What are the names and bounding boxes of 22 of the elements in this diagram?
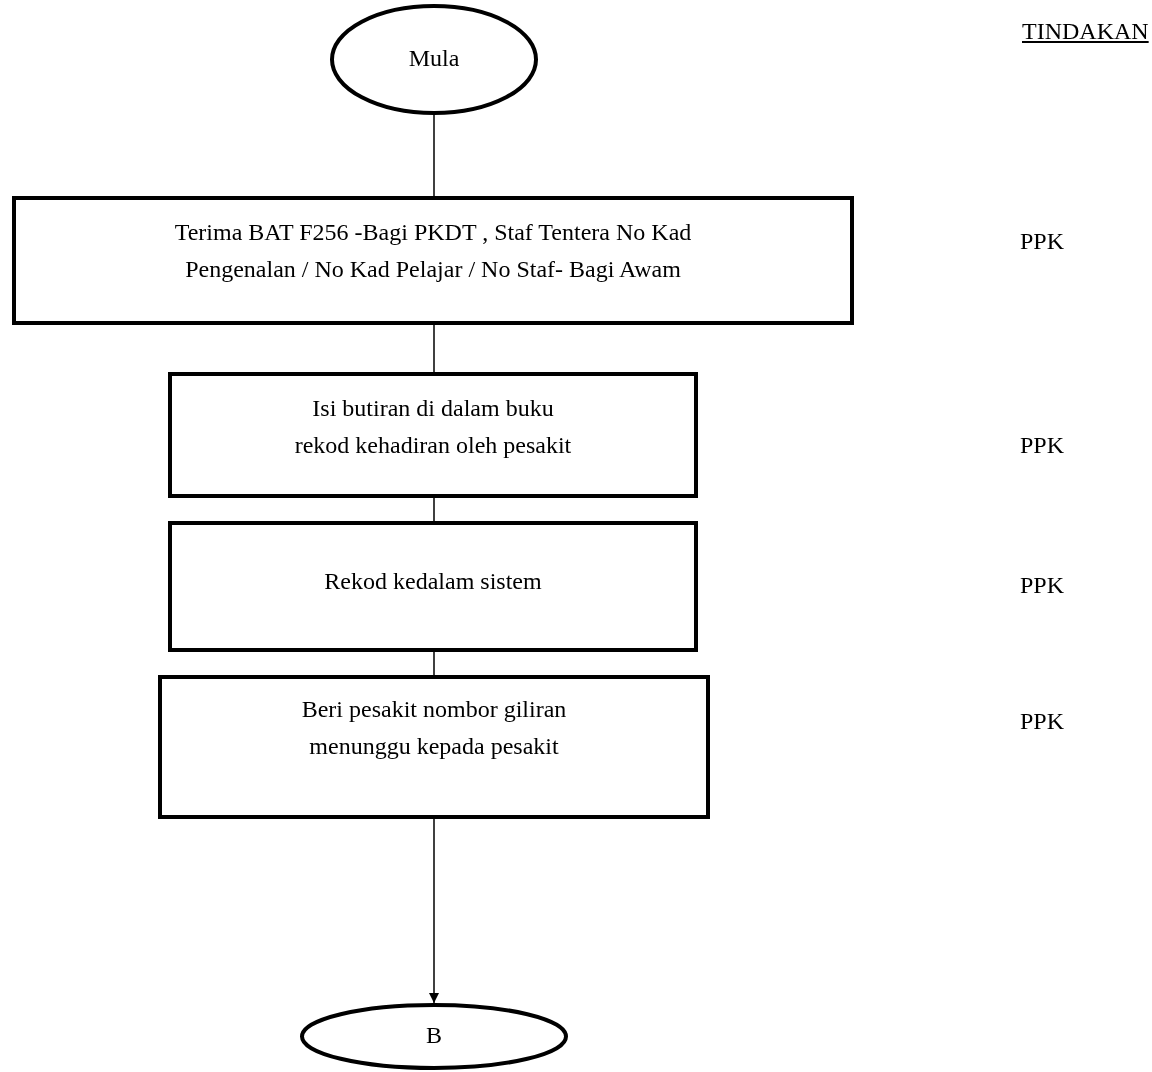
process-box — [12, 196, 854, 325]
connector-line — [433, 114, 435, 197]
connector-line — [433, 324, 435, 373]
step-text: Terima BAT F256 -Bagi PKDT , Staf Tentera No Kad Pengenalan / No Kad Pelajar / No Staf- Bagi Awam — [173, 218, 693, 284]
step-text: Mula — [408, 44, 460, 73]
connector-line — [433, 651, 435, 676]
process-box — [168, 521, 698, 652]
column-heading: TINDAKAN — [1022, 18, 1149, 45]
action-label: PPK — [1020, 432, 1065, 459]
connector-line — [433, 497, 435, 522]
terminal-ellipse — [300, 1003, 568, 1070]
process-box — [168, 372, 698, 498]
arrow — [429, 818, 439, 1004]
action-label: PPK — [1020, 228, 1065, 255]
action-label: PPK — [1020, 572, 1065, 599]
step-text: B — [426, 1021, 442, 1050]
step-text: Rekod kedalam sistem — [324, 567, 542, 596]
step-text: Isi butiran di dalam buku rekod kehadiran oleh pesakit — [293, 394, 573, 460]
step-text: Beri pesakit nombor giliran menunggu kepada pesakit — [300, 695, 568, 761]
process-box — [158, 675, 710, 819]
terminal-ellipse — [330, 4, 538, 115]
action-label: PPK — [1020, 708, 1065, 735]
